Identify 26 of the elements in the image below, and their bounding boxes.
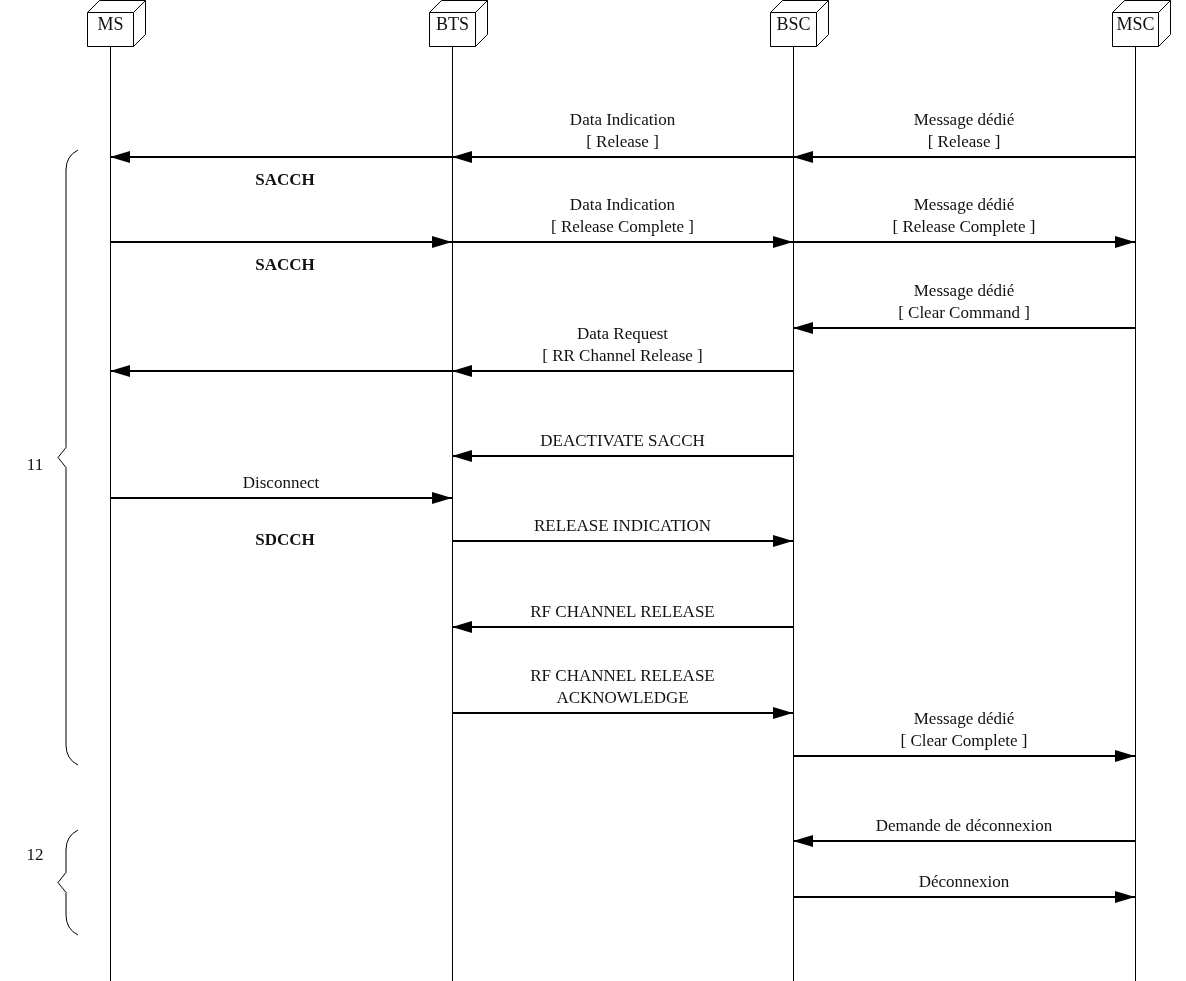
channel-label: SACCH (255, 170, 315, 190)
message-arrow (109, 236, 453, 248)
message-arrow (109, 492, 453, 504)
message-arrow (792, 236, 1136, 248)
participant-lifeline: BTS (429, 0, 489, 981)
channel-label: SDCCH (255, 530, 315, 550)
message-arrow (792, 835, 1136, 847)
channel-label: SACCH (255, 255, 315, 275)
message-arrow (451, 535, 794, 547)
participant-lifeline: BSC (770, 0, 830, 981)
message-arrow (451, 365, 794, 377)
phase-number: 12 (26, 845, 44, 865)
message-arrow (451, 236, 794, 248)
message-arrow (792, 322, 1136, 334)
message-arrow (109, 151, 453, 163)
message-arrow (451, 151, 794, 163)
phase-number: 11 (26, 455, 44, 475)
message-arrow (792, 891, 1136, 903)
message-arrow (451, 450, 794, 462)
participant-lifeline: MSC (1112, 0, 1172, 981)
message-arrow (451, 621, 794, 633)
message-arrow (451, 707, 794, 719)
message-arrow (109, 365, 453, 377)
message-arrow (792, 151, 1136, 163)
participant-lifeline: MS (87, 0, 147, 981)
message-arrow (792, 750, 1136, 762)
